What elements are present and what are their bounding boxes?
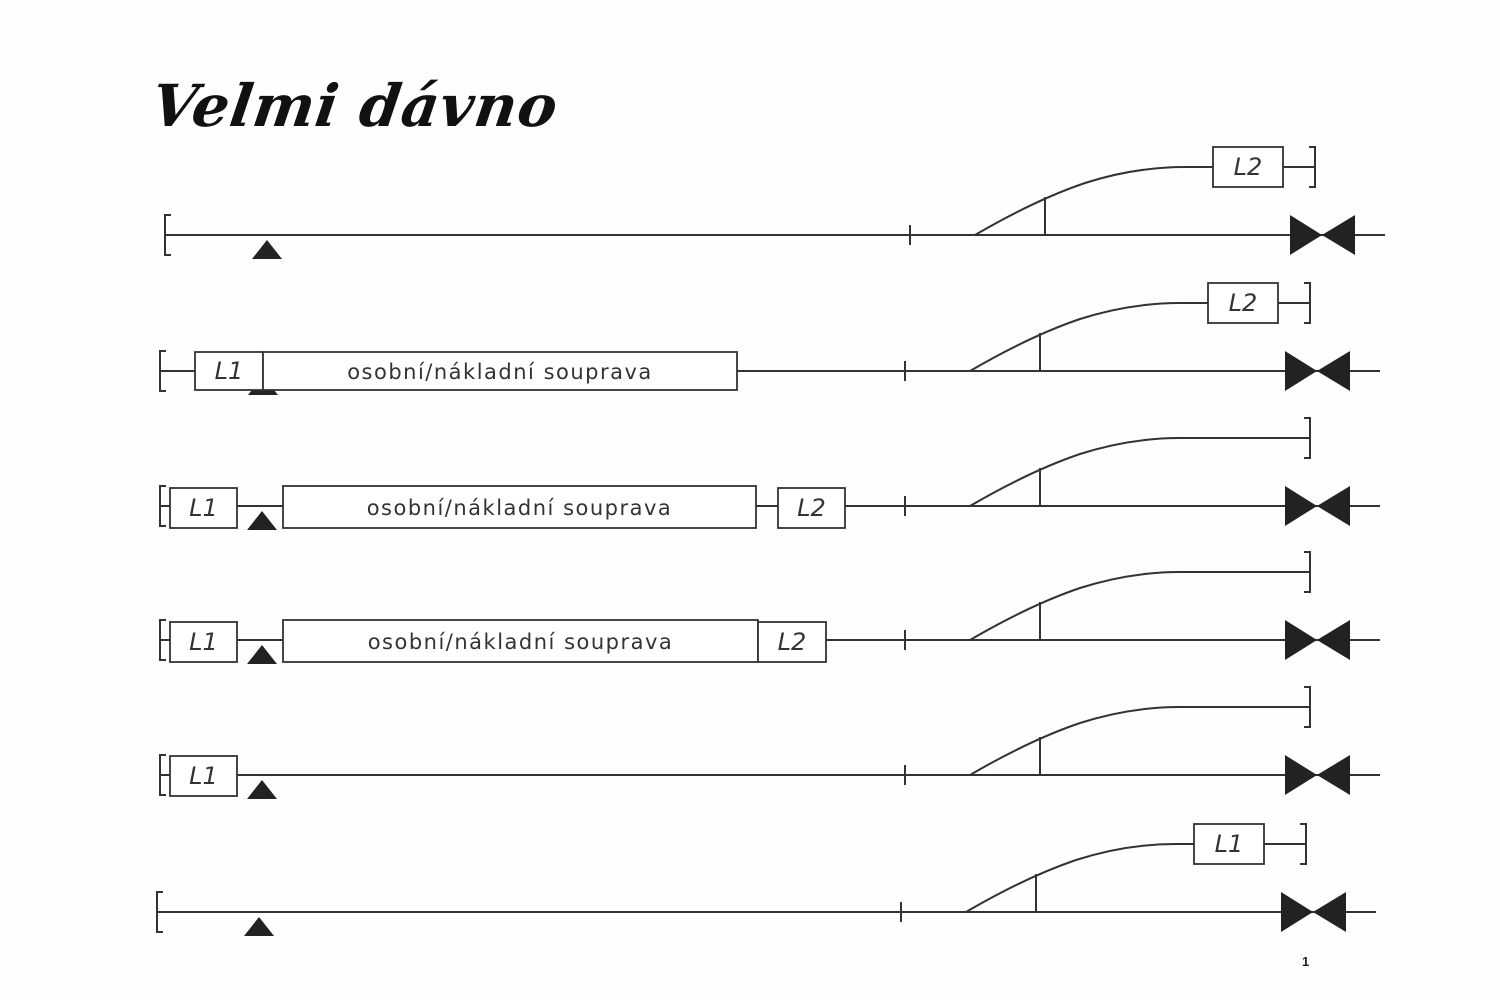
triangle-marker-icon: [247, 645, 277, 664]
bowtie-icon: [1290, 215, 1355, 255]
branch-wagon-l2-label: L2: [1234, 153, 1263, 181]
triangle-marker-icon: [247, 511, 277, 530]
wagon-l1-label: L1: [189, 628, 218, 656]
wagon-l1-box: [169, 487, 238, 529]
branch-track: [969, 706, 1310, 776]
buffer-stop-branch: [1304, 686, 1311, 728]
wagon-l2-label: L2: [778, 628, 807, 656]
branch-wagon-l2-box: [1212, 146, 1284, 188]
branch-track: [965, 843, 1306, 913]
track-row-3: L1 osobní/nákladní souprava L2: [159, 417, 1380, 530]
triangle-marker-icon: [247, 780, 277, 799]
branch-track: [969, 302, 1310, 372]
bowtie-icon: [1285, 486, 1350, 526]
wagon-train-label: osobní/nákladní souprava: [368, 630, 674, 654]
track-row-6: L1: [156, 823, 1376, 936]
branch-track: [969, 571, 1310, 641]
buffer-stop-branch: [1304, 282, 1311, 324]
branch-wagon-l2-box: [1207, 282, 1279, 324]
track-row-1: L2: [164, 146, 1385, 259]
branch-track: [969, 437, 1310, 507]
wagon-l2-box: [777, 487, 846, 529]
branch-wagon-l2-label: L2: [1229, 289, 1258, 317]
bowtie-icon: [1285, 755, 1350, 795]
buffer-stop-branch: [1309, 146, 1316, 188]
wagon-l1-label: L1: [189, 494, 218, 522]
wagon-train-label: osobní/nákladní souprava: [347, 360, 653, 384]
wagon-l2-box: [757, 621, 827, 663]
wagon-train-box: [282, 619, 759, 663]
wagon-train-box: [262, 351, 738, 391]
buffer-stop-branch: [1304, 551, 1311, 593]
bowtie-icon: [1281, 892, 1346, 932]
wagon-train-label: osobní/nákladní souprava: [367, 496, 673, 520]
track-row-2: L1 osobní/nákladní souprava L2: [159, 282, 1380, 395]
branch-wagon-l1-label: L1: [1215, 830, 1244, 858]
branch-track: [974, 166, 1315, 236]
track-row-5: L1: [159, 686, 1380, 799]
buffer-stop-branch: [1300, 823, 1307, 865]
wagon-train-box: [282, 485, 757, 529]
triangle-marker-icon: [244, 917, 274, 936]
triangle-marker-icon: [252, 240, 282, 259]
wagon-l1-box: [169, 621, 238, 663]
wagon-l1-box: [194, 351, 264, 391]
branch-wagon-l1-box: [1193, 823, 1265, 865]
buffer-stop-branch: [1304, 417, 1311, 459]
track-row-4: L1 osobní/nákladní souprava L2: [159, 551, 1380, 664]
wagon-l1-label: L1: [189, 762, 218, 790]
wagon-l1-label: L1: [215, 357, 244, 385]
wagon-l2-label: L2: [797, 494, 826, 522]
bowtie-icon: [1285, 620, 1350, 660]
bowtie-icon: [1285, 351, 1350, 391]
page-number: 1: [1302, 954, 1310, 969]
wagon-l1-box: [169, 755, 238, 797]
